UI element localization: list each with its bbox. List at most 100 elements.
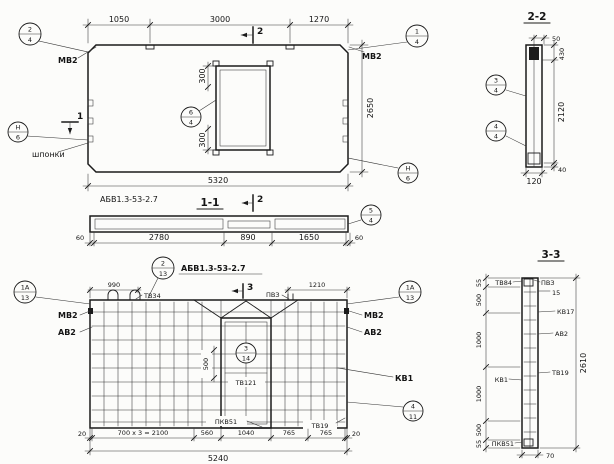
reinforcement-embed-right: [344, 308, 349, 314]
section-2-2-title: 2-2: [528, 11, 547, 23]
dim-1210: 1210: [309, 281, 326, 289]
section-mark-2-label: 2: [257, 27, 263, 37]
plan-dim-top: 1050 3000 1270: [82, 15, 354, 44]
callout-4-4: 4 4: [485, 120, 527, 147]
dim-890: 890: [240, 233, 255, 242]
dim-40: 40: [558, 166, 566, 174]
plan-dim-door: 300 300: [198, 61, 217, 155]
pkv51-label-group: ПКВ51: [206, 416, 263, 428]
kv17-label: КВ17: [557, 308, 574, 316]
callout-sheet: 13: [159, 270, 167, 278]
callout-sheet: 4: [28, 36, 32, 44]
callout-sheet: 13: [21, 294, 29, 302]
dim-1000-a: 1000: [475, 332, 483, 349]
dim-1000-b: 1000: [475, 386, 483, 403]
section-2-2-top-embed: [529, 47, 539, 60]
section-2-2-dims: 50 430 2120 40 120: [520, 34, 566, 186]
section-mark-1-label: 1: [77, 112, 83, 122]
callout-sheet: 4: [494, 133, 498, 141]
callout-number: 2: [28, 26, 32, 34]
av2-label: АВ2: [555, 330, 568, 338]
section-mark-1-left: 1: [61, 112, 83, 135]
reinforcement-view: 2 13 АБВ1.3-53-2.7: [13, 256, 424, 463]
tv19-label: ТВ19: [311, 422, 329, 430]
callout-2-4: 2 4: [18, 22, 89, 53]
dim-5240: 5240: [208, 454, 228, 463]
dim-55-a: 55: [475, 279, 483, 287]
callout-sheet: 4: [369, 217, 373, 225]
callout-2-13: 2 13: [147, 256, 175, 299]
tv121-label: ТВ121: [235, 379, 257, 387]
callout-sheet: 13: [406, 294, 414, 302]
tv121-label-group: ТВ121: [228, 377, 265, 387]
callout-1-4: 1 4: [347, 24, 429, 51]
callout-number: 5: [369, 207, 373, 215]
callout-number: Н: [406, 165, 411, 173]
dim-120: 120: [526, 177, 541, 186]
callout-1a-13-right: 1А 13: [346, 280, 422, 305]
dim-300-top: 300: [198, 68, 207, 83]
callout-number: 2: [161, 260, 165, 268]
dim-60-right: 60: [355, 234, 363, 242]
dim-430: 430: [558, 48, 566, 60]
dim-1040: 1040: [238, 429, 255, 437]
section-3-3-view: 3-3 ТВ84 ПВЗ 15 КВ17 АВ2 ТВ19 КВ1 ПКВ51: [475, 249, 588, 460]
plan-view: 1050 3000 1270 5320 2650 300 300: [7, 15, 429, 192]
kv1-label: КВ1: [495, 376, 508, 384]
dim-500: 500: [202, 358, 210, 370]
plan-edge-keys: [87, 99, 349, 143]
reinforcement-panel-outline: [89, 299, 348, 429]
tv19-label-group: ТВ19: [303, 417, 346, 430]
callout-number: 3: [244, 345, 248, 353]
callout-5-4: 5 4: [347, 204, 382, 226]
callout-n-6-right: Н 6: [347, 157, 419, 184]
callout-1a-13-left: 1А 13: [13, 280, 91, 305]
callout-number: 1А: [21, 284, 30, 292]
av2-left-label: АВ2: [58, 328, 76, 337]
callout-number: 1А: [406, 284, 415, 292]
section-1-1-door-gap: [227, 220, 271, 229]
reinforcement-embed-left: [88, 308, 93, 314]
section-mark-3-label: 3: [247, 283, 253, 293]
plan-mv2-right-leader: [348, 46, 365, 53]
callout-number: 1: [415, 28, 419, 36]
mv2-left-label: МВ2: [58, 311, 78, 320]
kv1-label: КВ1: [395, 374, 414, 383]
dim-500-a: 500: [475, 294, 483, 306]
callout-n-6-left: Н 6: [7, 121, 89, 143]
section-mark-2-mid: 2: [241, 194, 263, 212]
dim-55-b: 55: [475, 440, 483, 448]
section-1-1-title: 1-1: [201, 197, 220, 209]
callout-3-14: 3 14: [235, 342, 257, 364]
section-1-1-right-part: [274, 218, 346, 230]
pkv51-label: ПКВ51: [215, 418, 237, 426]
section-3-3-dim-bottom: 70: [516, 449, 554, 460]
reinforcement-dim-top: 990 1210: [86, 281, 351, 299]
callout-sheet: 4: [189, 119, 193, 127]
plan-mv2-right-label: МВ2: [362, 52, 382, 61]
callout-number: Н: [16, 124, 21, 132]
pkv51-label: ПКВ51: [492, 440, 514, 448]
reinforcement-opening: [193, 299, 299, 429]
dim-765-b: 765: [320, 429, 332, 437]
callout-4-11: 4 11: [346, 400, 424, 422]
callout-sheet: 4: [415, 38, 419, 46]
plan-mv2-left-leader: [77, 46, 97, 59]
section-mark-3-top: 3: [231, 283, 253, 299]
callout-sheet: 6: [16, 134, 20, 142]
section-3-3-dim-right: 2610: [539, 273, 588, 453]
dim-60-left: 60: [76, 234, 84, 242]
callout-number: 4: [411, 403, 415, 411]
section-2-2-bottom-detail: [527, 152, 541, 165]
dim-2780: 2780: [149, 233, 169, 242]
dim-3000: 3000: [210, 15, 230, 24]
dim-700x3: 700 х 3 = 2100: [118, 429, 169, 437]
tv84-label: ТВ84: [494, 279, 512, 287]
section-3-3-title: 3-3: [542, 249, 561, 261]
section-3-3-bottom-embed: [523, 438, 534, 447]
pv3-label: ПВЗ: [541, 279, 555, 287]
dim-765-a: 765: [283, 429, 295, 437]
plan-panel-outline: [87, 44, 349, 173]
dim-500-b: 500: [475, 424, 483, 436]
